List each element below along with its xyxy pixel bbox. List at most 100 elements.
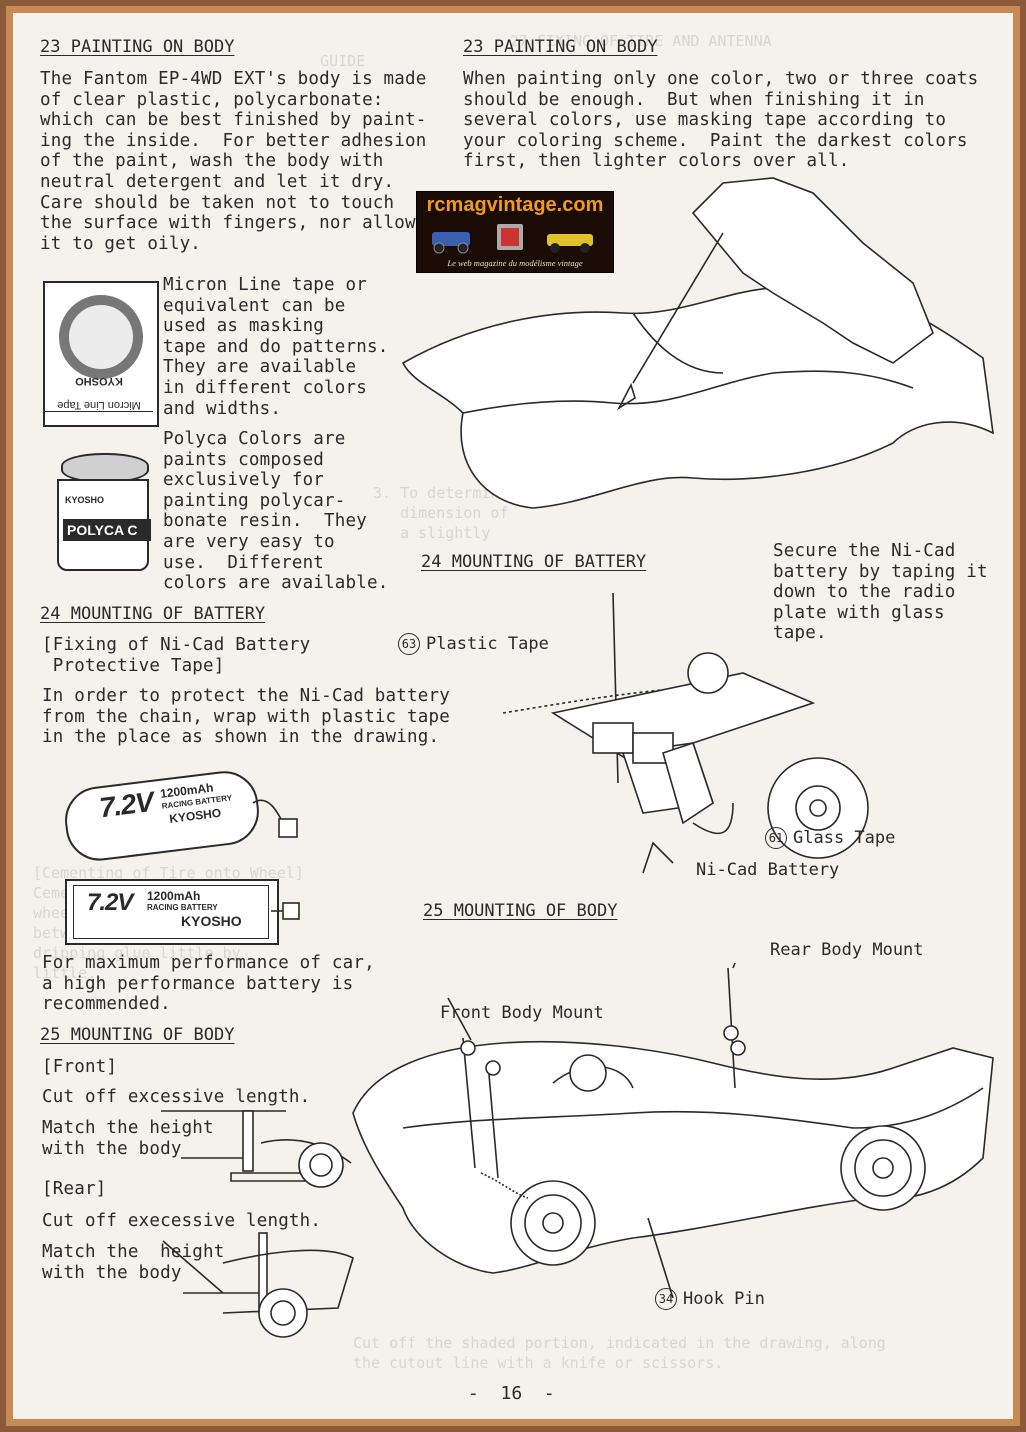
page-number: - 16 - bbox=[468, 1383, 555, 1404]
watermark-tagline: Le web magazine du modélisme vintage bbox=[447, 258, 583, 268]
jar-lid-icon bbox=[61, 453, 149, 483]
rear-body-mount-callout: Rear Body Mount bbox=[770, 940, 924, 960]
battery-mounting-illustration bbox=[502, 592, 869, 874]
bleed-through-text: 3. To determine dimension of a slightly bbox=[373, 484, 509, 542]
callout-label: Glass Tape bbox=[793, 828, 896, 848]
callout-label: Plastic Tape bbox=[426, 634, 549, 654]
battery-connector-icon bbox=[252, 799, 298, 838]
micron-brand: KYOSHO bbox=[75, 375, 123, 387]
section-23-heading-right: 23 PAINTING ON BODY bbox=[463, 37, 658, 57]
rc-car-icons bbox=[432, 224, 593, 254]
text-line: the surface with fingers, nor allow bbox=[40, 213, 416, 234]
text-line: In order to protect the Ni-Cad battery bbox=[42, 686, 450, 706]
text-line: it to get oily. bbox=[40, 233, 202, 254]
text-line: The Fantom EP-4WD EXT's body is made bbox=[40, 69, 427, 89]
micron-tape-text: Micron Line tape or equivalent can be us… bbox=[163, 275, 388, 419]
text-line: bonate resin. They bbox=[163, 511, 367, 532]
polyca-brand: KYOSHO bbox=[65, 495, 105, 505]
text-line: from the chain, wrap with plastic tape bbox=[42, 706, 450, 727]
battery-type: RACING BATTERY bbox=[147, 903, 218, 912]
section-25-heading-left: 25 MOUNTING OF BODY bbox=[40, 1025, 235, 1045]
text-line: painting polycar- bbox=[163, 490, 346, 511]
text-line: Micron Line tape or bbox=[163, 275, 367, 295]
text-line: of the paint, wash the body with bbox=[40, 151, 384, 172]
tape-roll-icon bbox=[59, 295, 143, 379]
text-line: Secure the Ni-Cad bbox=[773, 541, 956, 561]
text-line: and widths. bbox=[163, 398, 282, 419]
text-line: in different colors bbox=[163, 377, 367, 398]
text-line: your coloring scheme. Paint the darkest … bbox=[463, 130, 968, 151]
stick-battery-image: 7.2V 1200mAh RACING BATTERY KYOSHO bbox=[65, 879, 279, 945]
text-line: several colors, use masking tape accordi… bbox=[463, 110, 947, 131]
section-24-heading-right: 24 MOUNTING OF BATTERY bbox=[421, 552, 647, 572]
front-mount-drawing bbox=[161, 1110, 352, 1188]
section-24-paragraph-left: In order to protect the Ni-Cad battery f… bbox=[42, 686, 450, 748]
text-line: plate with glass bbox=[773, 602, 945, 623]
front-cut-instruction: Cut off excessive length. bbox=[42, 1087, 311, 1107]
watermark-site: rcmagvintage.com bbox=[426, 194, 604, 216]
text-line: For maximum performance of car, bbox=[42, 953, 375, 973]
text-line: with the body bbox=[42, 1138, 182, 1159]
text-line: first, then lighter colors over all. bbox=[463, 151, 850, 172]
section-25-heading-right: 25 MOUNTING OF BODY bbox=[423, 901, 618, 921]
battery-pack-image: 7.2V 1200mAh RACING BATTERY KYOSHO bbox=[61, 767, 263, 865]
front-label: [Front] bbox=[42, 1057, 118, 1077]
text-line: of clear plastic, polycarbonate: bbox=[40, 89, 384, 110]
section-24-subheading: [Fixing of Ni-Cad Battery Protective Tap… bbox=[42, 635, 310, 676]
text-line: are very easy to bbox=[163, 531, 335, 552]
text-line: down to the radio bbox=[773, 582, 956, 603]
text-line: Match the height bbox=[42, 1242, 225, 1262]
text-line: [Fixing of Ni-Cad Battery bbox=[42, 635, 311, 655]
text-line: with the body bbox=[42, 1262, 182, 1283]
battery-body bbox=[61, 767, 263, 865]
body-mounting-illustration bbox=[352, 962, 994, 1299]
text-line: exclusively for bbox=[163, 470, 325, 491]
text-line: Care should be taken not to touch bbox=[40, 192, 395, 213]
part-number: 61 bbox=[765, 827, 787, 849]
polyca-jar-image: KYOSHO POLYCA C bbox=[55, 453, 151, 573]
battery-voltage: 7.2V bbox=[87, 889, 133, 916]
text-line: in the place as shown in the drawing. bbox=[42, 727, 440, 748]
section-24-heading-left: 24 MOUNTING OF BATTERY bbox=[40, 604, 266, 624]
polyca-colors-text: Polyca Colors are paints composed exclus… bbox=[163, 429, 388, 594]
performance-note: For maximum performance of car, a high p… bbox=[42, 953, 375, 1015]
rear-mount-drawing bbox=[162, 1232, 354, 1338]
text-line: Match the height bbox=[42, 1118, 214, 1138]
manual-page: 27 FIXING OF TIRE AND ANTENNA GUIDE 3. T… bbox=[13, 13, 1013, 1419]
body-painting-illustration bbox=[401, 177, 994, 509]
text-line: which can be best finished by paint- bbox=[40, 110, 427, 131]
text-line: tape and do patterns. bbox=[163, 336, 389, 357]
rear-label: [Rear] bbox=[42, 1179, 107, 1199]
bleed-through-text: 27 FIXING OF TIRE AND ANTENNA GUIDE bbox=[320, 32, 772, 70]
polyca-name: POLYCA C bbox=[63, 519, 151, 541]
part-number: 34 bbox=[655, 1288, 677, 1310]
battery-capacity: 1200mAh bbox=[147, 889, 201, 903]
part-number: 63 bbox=[398, 633, 420, 655]
battery-brand: KYOSHO bbox=[181, 913, 242, 929]
battery-voltage: 7.2V bbox=[97, 786, 155, 824]
hook-pin-callout: 34 Hook Pin bbox=[655, 1288, 765, 1310]
text-line: used as masking bbox=[163, 316, 325, 337]
text-line: should be enough. But when finishing it … bbox=[463, 89, 925, 110]
glass-tape-callout: 61 Glass Tape bbox=[765, 827, 895, 849]
text-line: Polyca Colors are bbox=[163, 429, 346, 449]
bleed-through-text: Cut off the shaded portion, indicated in… bbox=[353, 1334, 886, 1372]
micron-name: Micron Line Tape bbox=[45, 393, 153, 412]
text-line: ing the inside. For better adhesion bbox=[40, 130, 427, 151]
jar-body: KYOSHO POLYCA C bbox=[57, 479, 151, 571]
text-line: neutral detergent and let it dry. bbox=[40, 171, 395, 192]
secure-battery-note: Secure the Ni-Cad battery by taping it d… bbox=[773, 541, 988, 644]
section-23-paragraph-left: The Fantom EP-4WD EXT's body is made of … bbox=[40, 69, 427, 254]
text-line: When painting only one color, two or thr… bbox=[463, 69, 979, 89]
text-line: equivalent can be bbox=[163, 295, 346, 316]
text-line: use. Different bbox=[163, 552, 325, 573]
micron-tape-image: KYOSHO Micron Line Tape bbox=[43, 281, 159, 427]
text-line: a high performance battery is bbox=[42, 973, 354, 994]
rear-cut-instruction: Cut off execessive length. bbox=[42, 1211, 322, 1231]
front-match-instruction: Match the height with the body bbox=[42, 1118, 214, 1159]
text-line: They are available bbox=[163, 357, 357, 378]
watermark-logo: rcmagvintage.com Le web magazine du modé… bbox=[416, 191, 614, 273]
battery-label bbox=[73, 885, 269, 939]
text-line: recommended. bbox=[42, 994, 171, 1015]
callout-label: Hook Pin bbox=[683, 1289, 765, 1309]
